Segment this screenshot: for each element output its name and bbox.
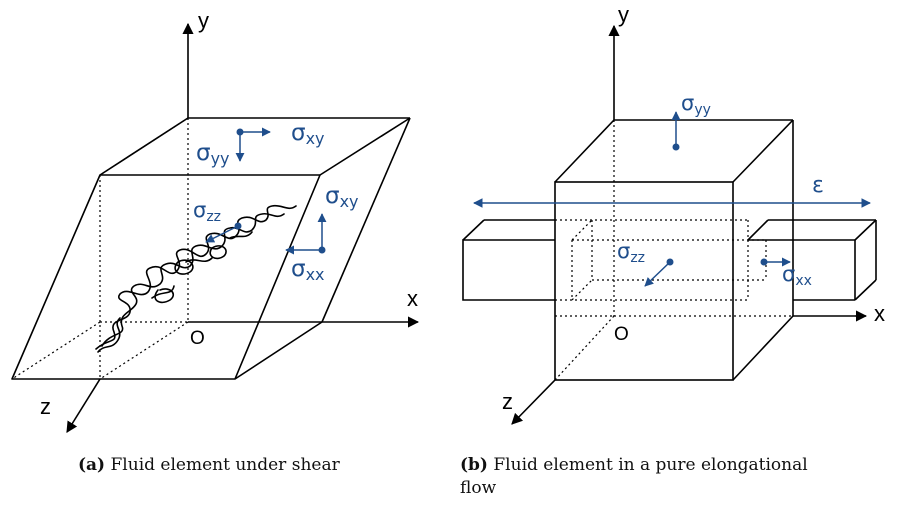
- caption-a-text: Fluid element under shear: [110, 455, 340, 475]
- panel-b-bar-left: [462, 219, 555, 301]
- panel-b-stress-xx: σxx: [760, 257, 812, 289]
- panel-a-stress-xy-top: σxy: [240, 120, 325, 148]
- panel-a-y-label: y: [198, 8, 209, 33]
- panel-b-origin-label: O: [614, 324, 629, 345]
- caption-a-tag: (a): [78, 455, 106, 475]
- caption-b-line1: (b) Fluid element in a pure elongational: [460, 454, 915, 477]
- panel-a-stress-yy: σyy: [196, 128, 245, 168]
- panel-a-x-label: x: [407, 286, 418, 311]
- caption-b: (b) Fluid element in a pure elongational…: [460, 454, 915, 500]
- panel-a-origin-label: O: [190, 328, 205, 349]
- panel-b-z-axis: [511, 379, 556, 425]
- svg-text:σxy: σxy: [325, 183, 359, 211]
- panel-b-bar-hidden: [555, 219, 767, 301]
- panel-b-diagram: ε σyy σzz σxx y x z O: [462, 2, 885, 425]
- panel-b-z-label: z: [502, 389, 513, 414]
- panel-a-stress-zz: σzz: [193, 198, 242, 243]
- svg-text:σzz: σzz: [617, 239, 645, 266]
- polymer-chain-drawing: [95, 204, 297, 353]
- caption-b-text: Fluid element in a pure elongational: [493, 455, 808, 475]
- panel-a-z-axis: [66, 378, 101, 433]
- panel-b-stress-yy: σyy: [671, 91, 711, 151]
- panel-a-z-label: z: [40, 394, 51, 419]
- svg-text:σyy: σyy: [681, 91, 711, 118]
- panel-b-x-label: x: [874, 301, 885, 326]
- svg-text:σyy: σyy: [196, 140, 230, 168]
- svg-text:σxx: σxx: [291, 256, 325, 284]
- panel-b-bar-right: [747, 219, 877, 301]
- svg-text:σxx: σxx: [782, 262, 812, 289]
- panel-a-box-edges: [11, 117, 411, 380]
- panel-b-hidden-edges: [554, 120, 615, 381]
- panel-b-y-label: y: [618, 2, 629, 27]
- caption-b-line2: flow: [460, 478, 497, 498]
- panel-b-cube-edges: [554, 119, 794, 381]
- panel-a-stress-xx: σxx: [285, 245, 325, 284]
- panel-a-diagram: σyy σxy σzz σxy σxx y x z O: [11, 8, 420, 433]
- svg-text:σzz: σzz: [193, 198, 221, 225]
- panel-b-stress-zz: σzz: [617, 239, 674, 287]
- panel-a-hidden-edges: [11, 117, 189, 380]
- caption-b-tag: (b): [460, 455, 488, 475]
- caption-a: (a) Fluid element under shear: [78, 454, 340, 477]
- strain-label: ε: [812, 173, 824, 198]
- svg-text:σxy: σxy: [291, 120, 325, 148]
- panel-a-stress-xy-side: σxy: [317, 183, 359, 254]
